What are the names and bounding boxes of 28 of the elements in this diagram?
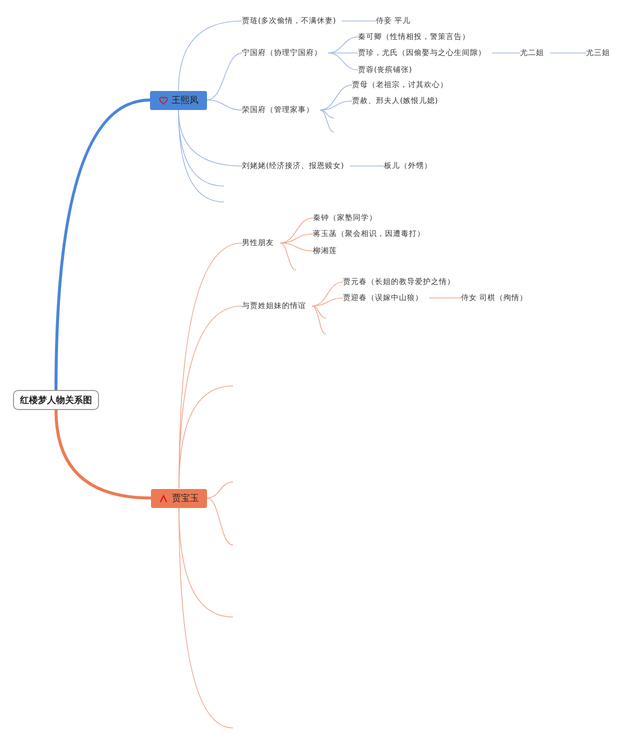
- branch-line: [206, 482, 234, 498]
- branch-line: [206, 52, 242, 100]
- topic-label: 贾宝玉: [172, 492, 199, 504]
- branch-line: [320, 110, 334, 132]
- branch-line: [312, 306, 326, 334]
- branch-line: [178, 109, 224, 202]
- main-branch-line: [54, 98, 150, 390]
- topic-label: 王熙凤: [172, 94, 198, 106]
- branch-line: [178, 507, 234, 728]
- branch-line: [178, 386, 234, 489]
- topic-box: [151, 488, 207, 508]
- branch-line: [492, 52, 520, 54]
- branch-line: [320, 100, 352, 110]
- branch-line: [206, 498, 234, 546]
- branch-line: [280, 242, 296, 270]
- branch-line: [320, 110, 334, 118]
- branch-line: [280, 242, 314, 252]
- branch-line: [341, 20, 376, 22]
- branch-line: [312, 298, 344, 306]
- topic-box: [150, 90, 207, 110]
- branch-line: [328, 52, 358, 54]
- branch-line: [206, 100, 242, 110]
- branch-line: [312, 306, 326, 318]
- branch-line: [550, 52, 586, 54]
- main-branch-line: [54, 410, 152, 500]
- branch-line: [328, 52, 358, 70]
- branch-line: [178, 20, 242, 91]
- title-box: 红楼梦人物关系图: [13, 390, 99, 410]
